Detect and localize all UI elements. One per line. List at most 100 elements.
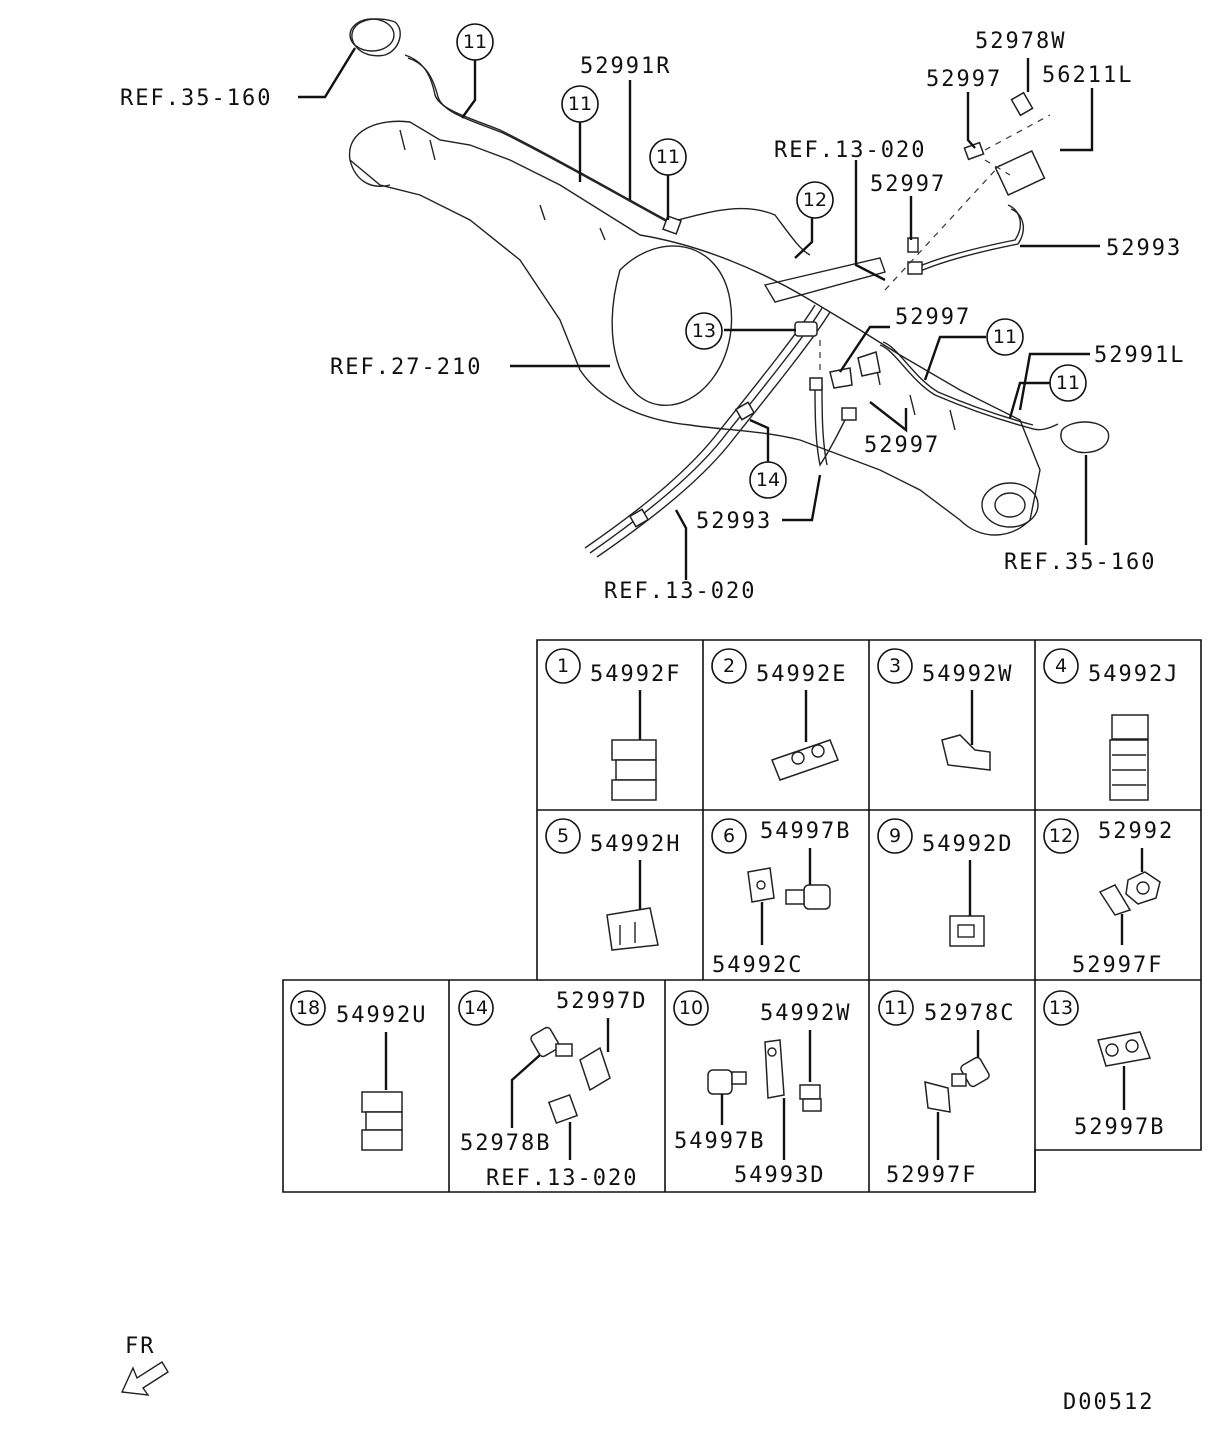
direction-indicator: FR <box>120 1334 169 1396</box>
label-52993-right: 52993 <box>1106 236 1182 261</box>
svg-text:5: 5 <box>557 825 569 847</box>
table-cell-9: 9 54992D <box>877 818 1011 947</box>
bracket-icon <box>764 1039 785 1099</box>
bolt-icon <box>785 884 831 910</box>
guide-dash <box>984 159 1011 176</box>
part-54992u: 54992U <box>336 1003 427 1028</box>
part-52992: 52992 <box>1098 819 1174 844</box>
part-54992f: 54992F <box>590 662 681 687</box>
guide-dash <box>884 164 1001 291</box>
diagram-code: D00512 <box>1063 1390 1154 1415</box>
svg-text:9: 9 <box>889 825 901 847</box>
svg-text:12: 12 <box>1049 825 1073 847</box>
label-ref-35-160-left: REF.35-160 <box>120 86 272 111</box>
clip-part-icon <box>949 915 985 947</box>
bolt-icon <box>707 1069 747 1095</box>
part-54993d: 54993D <box>734 1163 825 1188</box>
part-54997b: 54997B <box>674 1129 765 1154</box>
table-cell-5: 5 54992H <box>545 818 681 951</box>
label-ref-35-160-right: REF.35-160 <box>1004 550 1156 575</box>
callout-11: 11 <box>456 23 494 61</box>
part-54992h: 54992H <box>590 832 681 857</box>
clip-part-icon <box>1098 884 1132 916</box>
label-ref-13-020-bottom: REF.13-020 <box>604 579 756 604</box>
part-54992c: 54992C <box>712 953 803 978</box>
label-52997-lower: 52997 <box>864 433 940 458</box>
svg-text:11: 11 <box>1056 372 1080 394</box>
svg-text:11: 11 <box>884 997 908 1019</box>
part-54992j: 54992J <box>1088 662 1179 687</box>
bracket-icon <box>924 1080 951 1113</box>
clip-part-icon <box>547 1093 579 1125</box>
part-ref-13-020: REF.13-020 <box>486 1166 638 1191</box>
part-54992e: 54992E <box>756 662 847 687</box>
svg-text:11: 11 <box>568 93 592 115</box>
label-52997-top: 52997 <box>926 67 1002 92</box>
svg-text:2: 2 <box>723 655 735 677</box>
part-52997d: 52997D <box>556 989 647 1014</box>
label-52997-upper: 52997 <box>870 172 946 197</box>
part-52997b: 52997B <box>1074 1115 1165 1140</box>
callout-11: 11 <box>986 318 1024 356</box>
part-52978c: 52978C <box>924 1001 1015 1026</box>
table-cell-12: 12 52992 52997F <box>1043 818 1174 978</box>
part-54997b: 54997B <box>760 819 851 844</box>
svg-text:18: 18 <box>296 997 320 1019</box>
table-cell-11: 11 52978C 52997F <box>878 990 1015 1188</box>
arrow-icon <box>120 1361 169 1396</box>
parts-table: 1 54992F 2 54992E 3 54992W 4 54992J 5 54… <box>282 639 1202 1193</box>
clip-part-icon <box>941 734 991 771</box>
table-cell-4: 4 54992J <box>1043 648 1179 801</box>
label-ref-13-020-top: REF.13-020 <box>774 138 926 163</box>
label-ref-27-210: REF.27-210 <box>330 355 482 380</box>
table-cell-13: 13 52997B <box>1043 990 1165 1140</box>
svg-text:3: 3 <box>889 655 901 677</box>
callout-12: 12 <box>796 181 834 219</box>
callout-11: 11 <box>1049 364 1087 402</box>
clip-part-icon <box>1097 1031 1152 1067</box>
svg-text:14: 14 <box>756 469 780 491</box>
clip-part-icon <box>771 739 839 781</box>
clip-part-icon <box>799 1084 822 1112</box>
label-52991l: 52991L <box>1094 343 1185 368</box>
callout-11: 11 <box>561 85 599 123</box>
clip-part-icon <box>606 907 659 951</box>
svg-text:10: 10 <box>679 997 703 1019</box>
svg-text:11: 11 <box>656 146 680 168</box>
svg-text:13: 13 <box>692 320 716 342</box>
table-cell-6: 6 54997B 54992C <box>711 818 851 978</box>
clip-part-icon <box>1109 714 1149 801</box>
svg-text:11: 11 <box>993 326 1017 348</box>
svg-text:14: 14 <box>464 997 488 1019</box>
svg-text:12: 12 <box>803 189 827 211</box>
table-cell-1: 1 54992F <box>545 648 681 801</box>
nut-icon <box>1125 871 1161 905</box>
bracket-icon <box>747 867 775 903</box>
part-52997f: 52997F <box>886 1163 977 1188</box>
table-cell-10: 10 54992W 54997B 54993D <box>673 990 851 1188</box>
main-labels: REF.35-160 52991R 52978W 56211L 52997 RE… <box>120 29 1185 604</box>
part-52997f: 52997F <box>1072 953 1163 978</box>
callouts: 11 11 11 12 13 11 11 14 <box>456 23 1087 499</box>
svg-text:11: 11 <box>463 31 487 53</box>
brake-lines <box>404 54 1059 558</box>
axle-housing <box>348 18 1110 536</box>
leader-lines <box>298 47 1100 580</box>
part-52978b: 52978B <box>460 1131 551 1156</box>
table-cell-3: 3 54992W <box>877 648 1011 771</box>
label-52991r: 52991R <box>580 54 671 79</box>
table-cell-14: 14 52997D 52978B REF.13-020 <box>458 989 647 1191</box>
clip-part-icon <box>611 739 657 801</box>
fittings <box>628 91 1046 528</box>
bracket-icon <box>579 1046 611 1092</box>
table-cell-18: 18 54992U <box>290 990 427 1151</box>
table-cell-2: 2 54992E <box>711 648 847 781</box>
svg-text:4: 4 <box>1055 655 1067 677</box>
label-56211l: 56211L <box>1042 63 1133 88</box>
part-54992w: 54992W <box>760 1001 851 1026</box>
svg-text:13: 13 <box>1049 997 1073 1019</box>
bolt-icon <box>951 1056 990 1088</box>
label-52993-lower: 52993 <box>696 509 772 534</box>
guide-dash <box>984 114 1051 151</box>
